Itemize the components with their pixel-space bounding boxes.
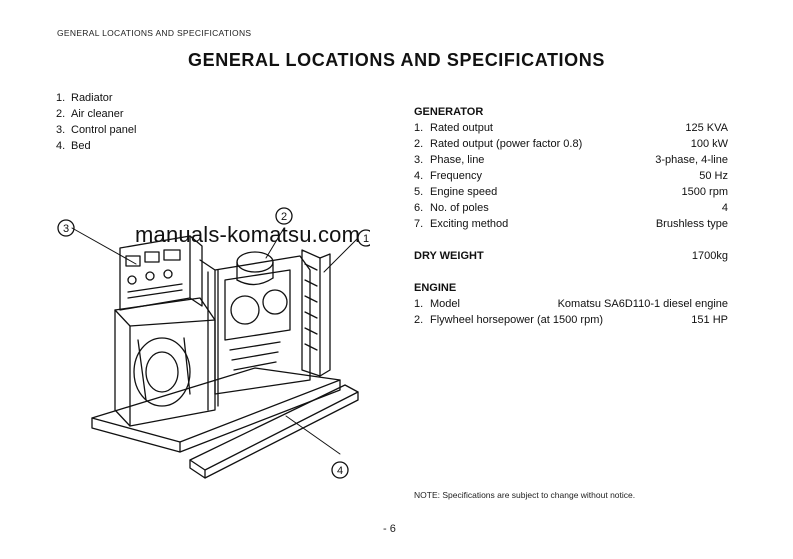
bed-frame xyxy=(91,367,359,479)
page-number: - 6 xyxy=(383,523,396,535)
air-cleaner xyxy=(236,251,274,286)
callout-3: 3 xyxy=(57,219,75,237)
callout-2: 2 xyxy=(275,207,293,225)
svg-text:2: 2 xyxy=(281,211,287,223)
control-panel xyxy=(119,235,203,311)
page-title: GENERAL LOCATIONS AND SPECIFICATIONS xyxy=(188,50,605,70)
dry-weight-label: DRY WEIGHT xyxy=(414,250,484,262)
dry-weight-value: 1700kg xyxy=(691,250,728,262)
generator-housing xyxy=(114,297,216,427)
generator-illustration: 3 2 1 4 xyxy=(57,207,370,479)
parts-list-item: 1.Radiator xyxy=(56,92,113,104)
callout-4: 4 xyxy=(331,461,349,479)
spec-row: 2.Rated output (power factor 0.8)100 kW xyxy=(414,138,728,150)
dry-weight-row: DRY WEIGHT 1700kg xyxy=(414,248,728,264)
leader-lines xyxy=(71,227,359,455)
parts-list: 1.Radiator 2.Air cleaner 3.Control panel… xyxy=(56,90,136,154)
watermark-text: manuals-komatsu.com xyxy=(135,222,361,247)
spec-row: 2.Flywheel horsepower (at 1500 rpm)151 H… xyxy=(414,314,728,326)
engine-block xyxy=(199,255,311,411)
radiator xyxy=(301,249,331,377)
svg-text:3: 3 xyxy=(63,223,69,235)
callout-1: 1 xyxy=(357,229,370,247)
svg-text:1: 1 xyxy=(363,233,369,245)
svg-text:4: 4 xyxy=(337,465,343,477)
parts-list-item: 3.Control panel xyxy=(56,124,137,136)
running-header: GENERAL LOCATIONS AND SPECIFICATIONS xyxy=(57,28,252,38)
parts-list-item: 2.Air cleaner xyxy=(56,108,124,120)
parts-list-item: 4.Bed xyxy=(56,140,91,152)
footnote: NOTE: Specifications are subject to chan… xyxy=(414,490,636,500)
engine-heading: ENGINE xyxy=(414,282,457,294)
generator-heading: GENERATOR xyxy=(414,106,484,118)
